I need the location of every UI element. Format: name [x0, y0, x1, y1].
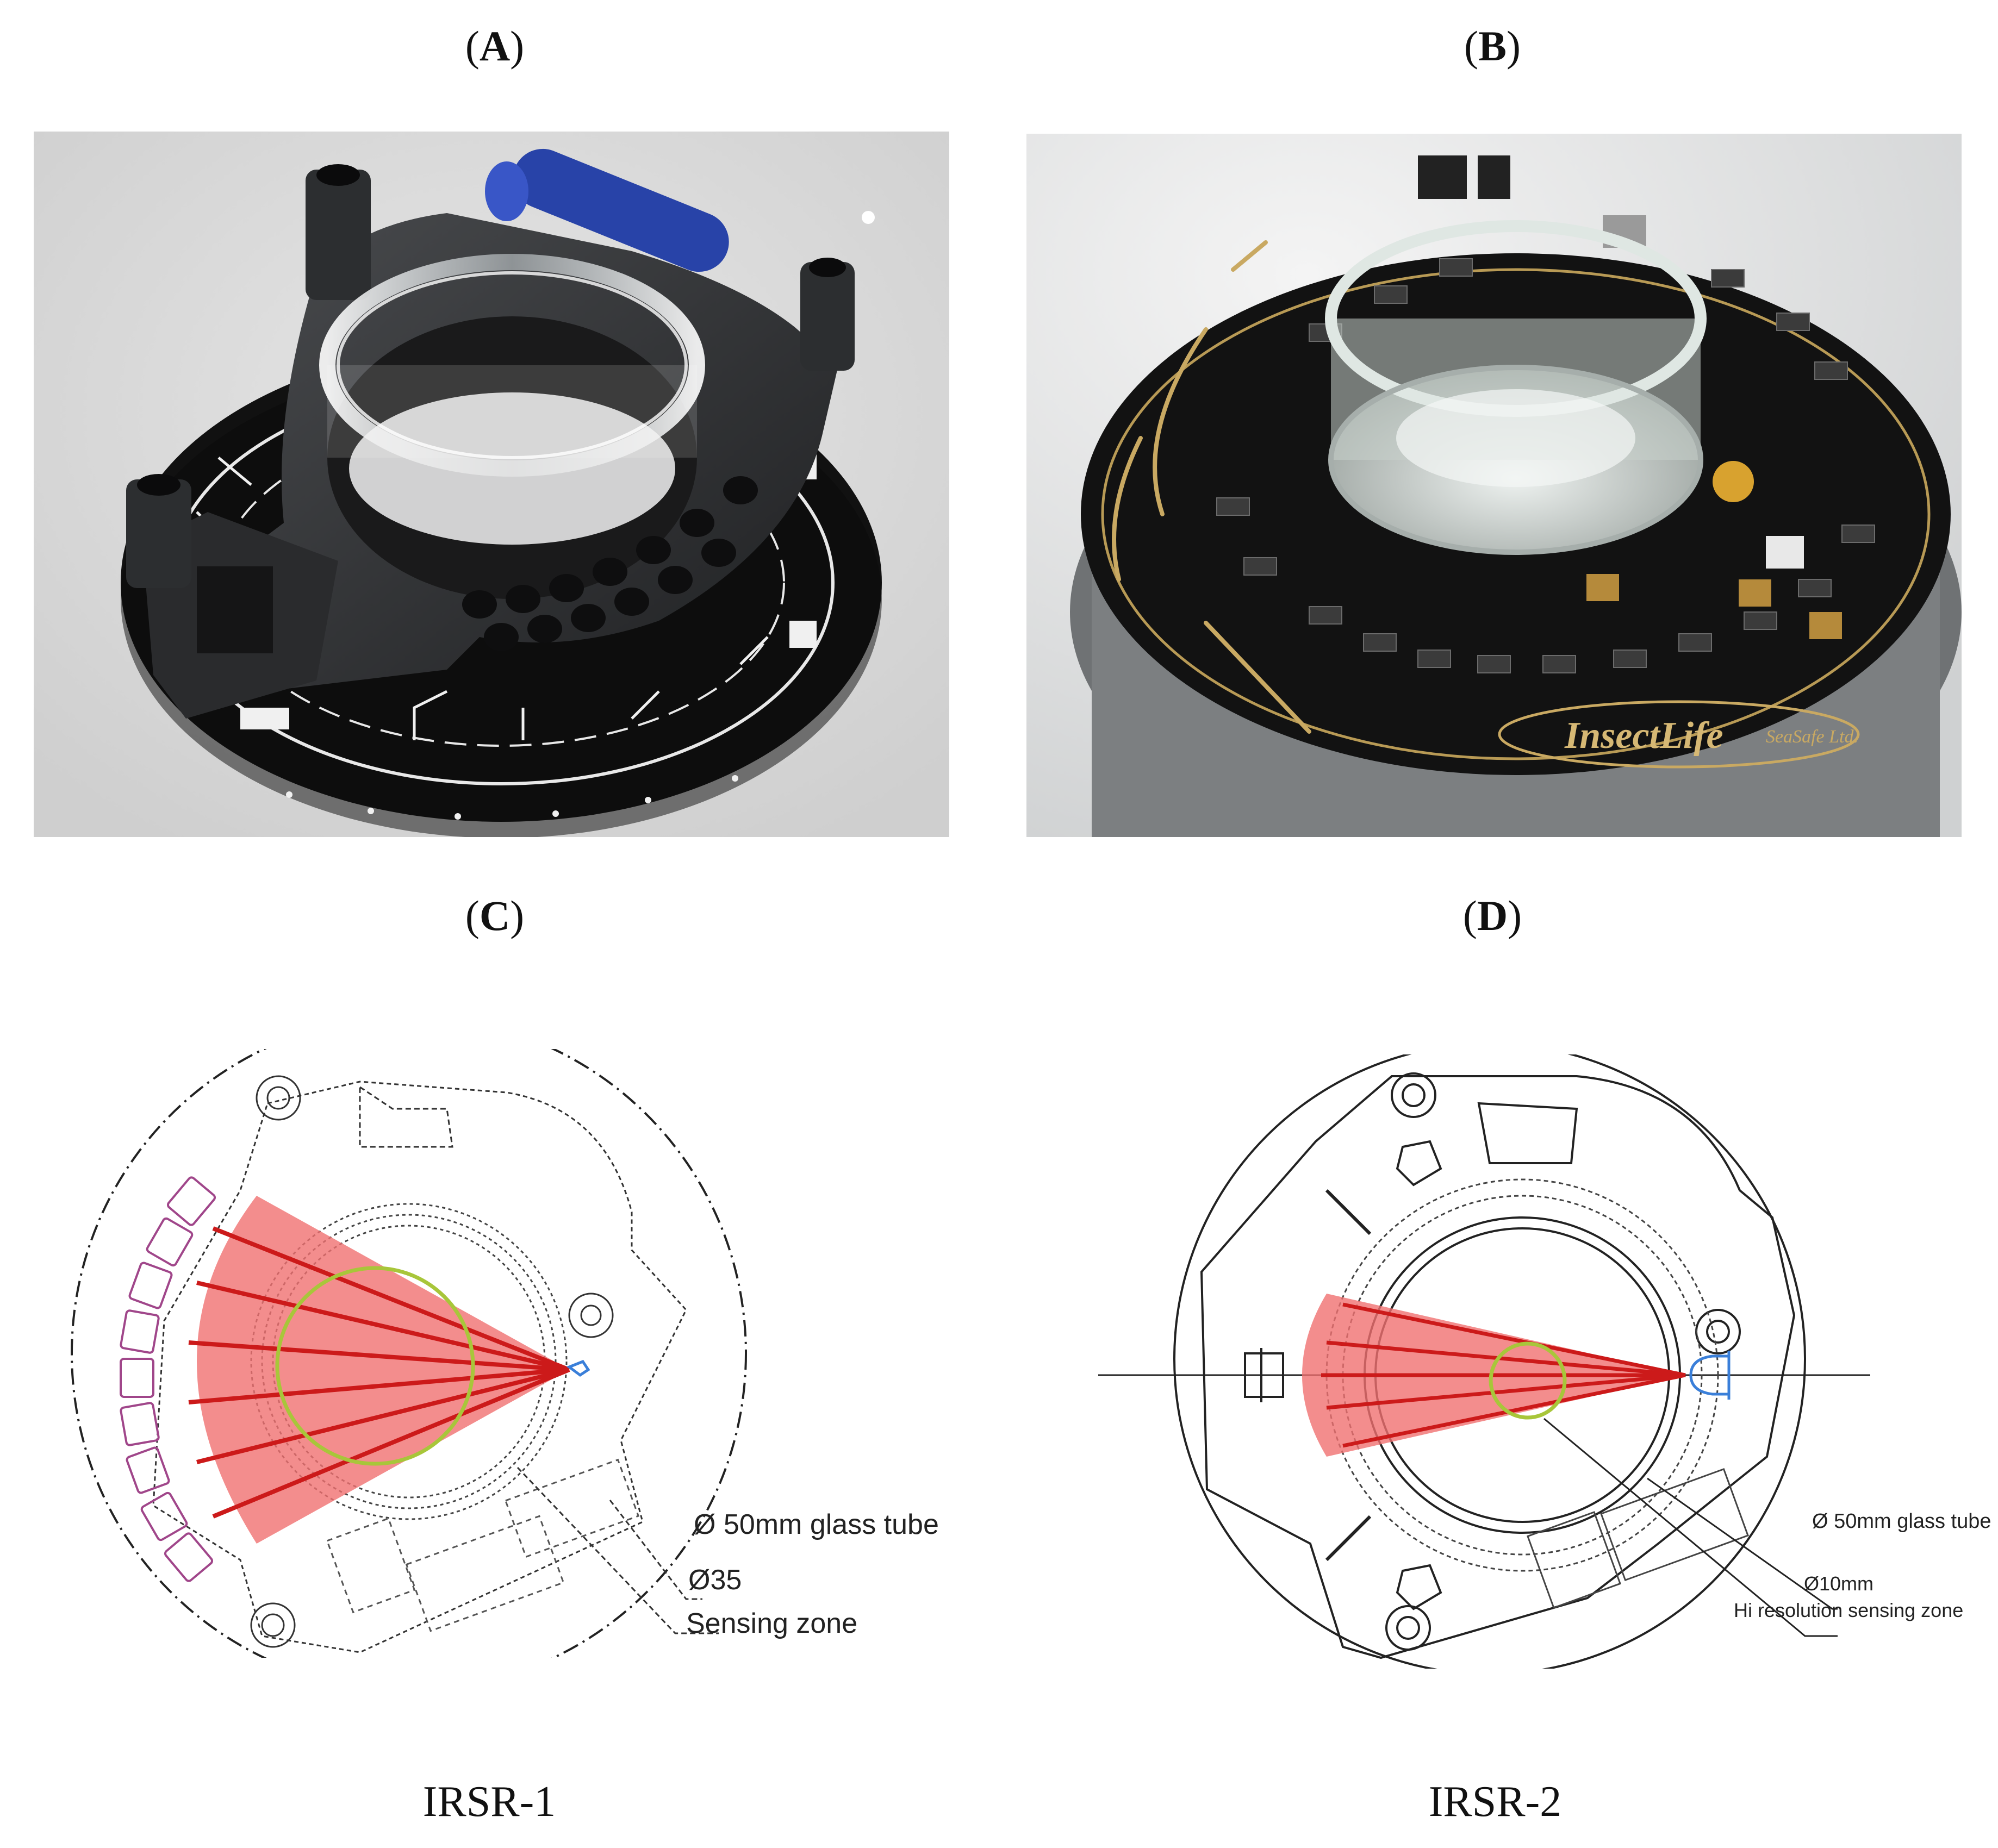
glass-tube [319, 254, 705, 599]
panel-a-render [34, 132, 949, 837]
panel-label-d: (D) [1462, 892, 1522, 939]
emitter [566, 1359, 590, 1377]
ir-beam-fan [197, 1196, 569, 1544]
panel-c-drawing [34, 1049, 958, 1658]
c-zone-dim: Ø35 [688, 1564, 742, 1596]
d-zone-dim: Ø10mm [1804, 1572, 1874, 1595]
panel-label-c: (C) [465, 892, 525, 939]
vent-holes [462, 476, 758, 651]
emitter [1689, 1351, 1731, 1400]
receiver-array [120, 1176, 216, 1582]
svg-text:SeaSafe Ltd.: SeaSafe Ltd. [1766, 727, 1858, 747]
panel-label-b: (B) [1464, 22, 1521, 70]
c-tube-label: Ø 50mm glass tube [694, 1509, 939, 1540]
svg-text:InsectLife: InsectLife [1564, 715, 1723, 757]
panel-d-drawing [1098, 1054, 1990, 1669]
panel-b-photo: InsectLife SeaSafe Ltd. [1026, 134, 1962, 837]
housing-outline [152, 1081, 687, 1653]
caption-irsr2: IRSR-2 [1428, 1778, 1562, 1826]
housing-outline [1200, 1075, 1796, 1659]
irsr1-diagram [71, 1049, 747, 1658]
panel-label-a: (A) [465, 22, 525, 70]
outline-circle [1173, 1054, 1806, 1669]
sensing-zone-ring [1489, 1341, 1567, 1420]
insectlife-logo: InsectLife SeaSafe Ltd. [1498, 700, 1860, 769]
ir-beam-lines [1321, 1302, 1686, 1448]
ir-beam-lines [188, 1226, 570, 1519]
receiver [1244, 1348, 1284, 1402]
pcb-photo-illustration: InsectLife SeaSafe Ltd. [1026, 134, 1962, 837]
c-zone-label: Sensing zone [686, 1608, 858, 1639]
outline-circle [71, 1049, 747, 1658]
render-illustration [34, 132, 949, 837]
irsr2-diagram [1098, 1054, 1870, 1669]
sensing-zone-ring [275, 1266, 475, 1466]
d-zone-label: Hi resolution sensing zone [1734, 1599, 1964, 1621]
glass-tube [1325, 220, 1707, 555]
blue-emitter-cylinder [485, 148, 729, 272]
caption-irsr1: IRSR-1 [422, 1778, 556, 1826]
d-tube-label: Ø 50mm glass tube [1812, 1510, 1991, 1533]
